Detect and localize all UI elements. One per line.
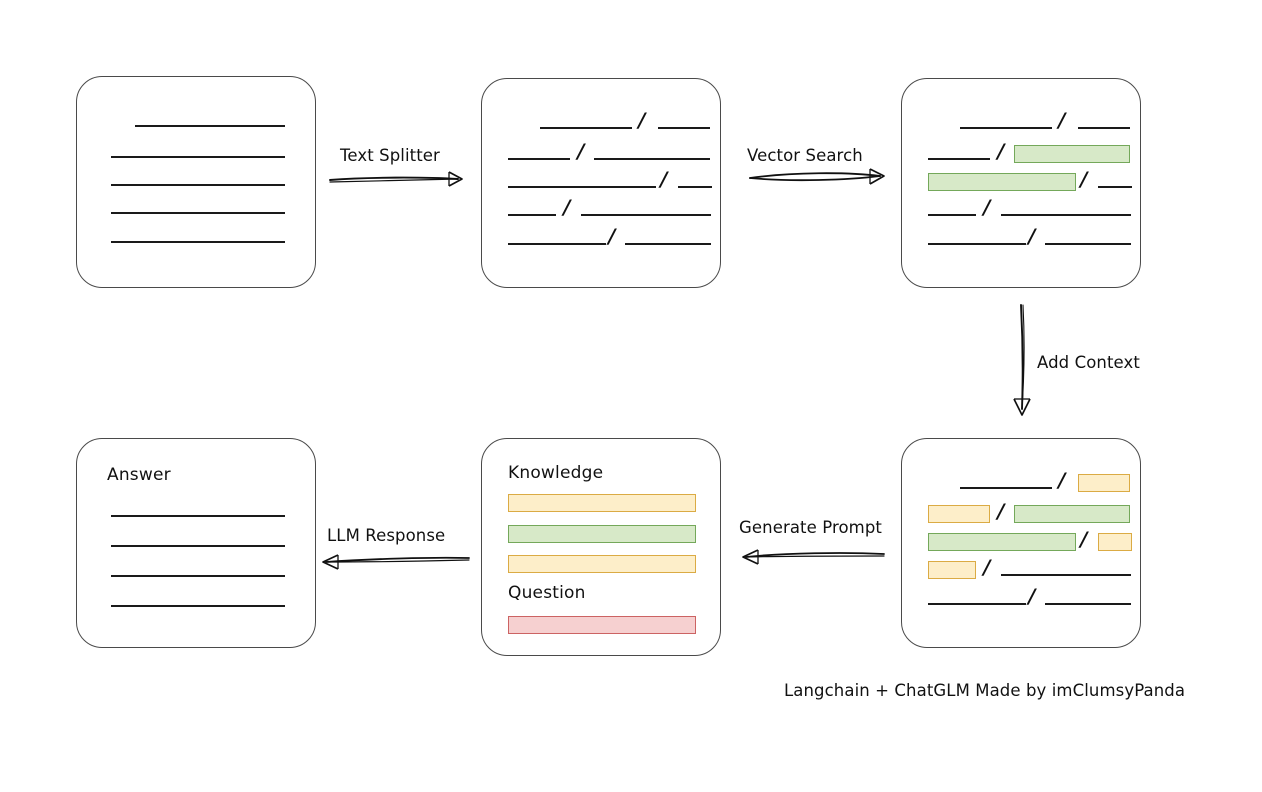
green-chunk-bar bbox=[1014, 145, 1130, 163]
document-rule bbox=[960, 127, 1052, 129]
arrow-add-context bbox=[1013, 304, 1031, 416]
diagram-caption: Langchain + ChatGLM Made by imClumsyPand… bbox=[784, 681, 1186, 700]
arrow-label-generate-prompt: Generate Prompt bbox=[739, 518, 882, 537]
document-rule bbox=[508, 243, 606, 245]
knowledge-bar-green bbox=[508, 525, 696, 543]
chunk-separator-slash: / bbox=[997, 139, 1005, 163]
split-document-box[interactable]: / / / / / bbox=[481, 78, 721, 288]
answer-rule bbox=[111, 575, 285, 577]
green-chunk-bar bbox=[928, 173, 1076, 191]
question-bar-red bbox=[508, 616, 696, 634]
chunk-separator-slash: / bbox=[577, 139, 585, 163]
arrow-text-splitter bbox=[329, 171, 463, 187]
document-rule bbox=[928, 158, 990, 160]
answer-rule bbox=[111, 545, 285, 547]
answer-box[interactable]: Answer bbox=[76, 438, 316, 648]
yellow-chunk-bar bbox=[1098, 533, 1132, 551]
arrow-llm-response bbox=[322, 554, 470, 570]
document-rule bbox=[508, 158, 570, 160]
source-document-rule bbox=[111, 212, 285, 214]
document-rule bbox=[1001, 214, 1131, 216]
source-document-rule bbox=[135, 125, 285, 127]
source-document-rule bbox=[111, 184, 285, 186]
document-rule bbox=[1001, 574, 1131, 576]
document-rule bbox=[508, 186, 656, 188]
chunk-separator-slash: / bbox=[1058, 468, 1066, 492]
document-rule bbox=[658, 127, 710, 129]
document-rule bbox=[594, 158, 710, 160]
document-rule bbox=[540, 127, 632, 129]
chunk-separator-slash: / bbox=[638, 108, 646, 132]
source-document-rule bbox=[111, 156, 285, 158]
document-rule bbox=[625, 243, 711, 245]
document-rule bbox=[678, 186, 712, 188]
yellow-chunk-bar bbox=[928, 561, 976, 579]
knowledge-label: Knowledge bbox=[508, 463, 604, 483]
chunk-separator-slash: / bbox=[1028, 224, 1036, 248]
source-document-rule bbox=[111, 241, 285, 243]
arrow-label-llm-response: LLM Response bbox=[327, 526, 446, 545]
chunk-separator-slash: / bbox=[1058, 108, 1066, 132]
document-rule bbox=[1078, 127, 1130, 129]
chunk-separator-slash: / bbox=[983, 555, 991, 579]
document-rule bbox=[508, 214, 556, 216]
yellow-chunk-bar bbox=[1078, 474, 1130, 492]
arrow-vector-search bbox=[749, 168, 885, 185]
knowledge-bar-yellow bbox=[508, 494, 696, 512]
arrow-generate-prompt bbox=[742, 549, 885, 565]
source-document-box[interactable] bbox=[76, 76, 316, 288]
chunk-separator-slash: / bbox=[563, 195, 571, 219]
document-rule bbox=[960, 487, 1052, 489]
document-rule bbox=[928, 603, 1026, 605]
document-rule bbox=[1045, 243, 1131, 245]
chunk-separator-slash: / bbox=[1080, 527, 1088, 551]
answer-label: Answer bbox=[107, 465, 171, 485]
arrow-label-text-splitter: Text Splitter bbox=[340, 146, 440, 165]
chunk-separator-slash: / bbox=[1080, 167, 1088, 191]
green-chunk-bar bbox=[928, 533, 1076, 551]
document-rule bbox=[928, 214, 976, 216]
document-rule bbox=[928, 243, 1026, 245]
chunk-separator-slash: / bbox=[660, 167, 668, 191]
retrieved-document-box[interactable]: / / / / / bbox=[901, 78, 1141, 288]
green-chunk-bar bbox=[1014, 505, 1130, 523]
chunk-separator-slash: / bbox=[608, 224, 616, 248]
context-document-box[interactable]: / / / / / bbox=[901, 438, 1141, 648]
arrow-label-add-context: Add Context bbox=[1037, 353, 1140, 372]
document-rule bbox=[1045, 603, 1131, 605]
prompt-box[interactable]: Knowledge Question bbox=[481, 438, 721, 656]
document-rule bbox=[581, 214, 711, 216]
chunk-separator-slash: / bbox=[1028, 584, 1036, 608]
yellow-chunk-bar bbox=[928, 505, 990, 523]
chunk-separator-slash: / bbox=[997, 499, 1005, 523]
document-rule bbox=[1098, 186, 1132, 188]
knowledge-bar-yellow bbox=[508, 555, 696, 573]
chunk-separator-slash: / bbox=[983, 195, 991, 219]
answer-rule bbox=[111, 605, 285, 607]
question-label: Question bbox=[508, 583, 586, 603]
answer-rule bbox=[111, 515, 285, 517]
arrow-label-vector-search: Vector Search bbox=[747, 146, 863, 165]
